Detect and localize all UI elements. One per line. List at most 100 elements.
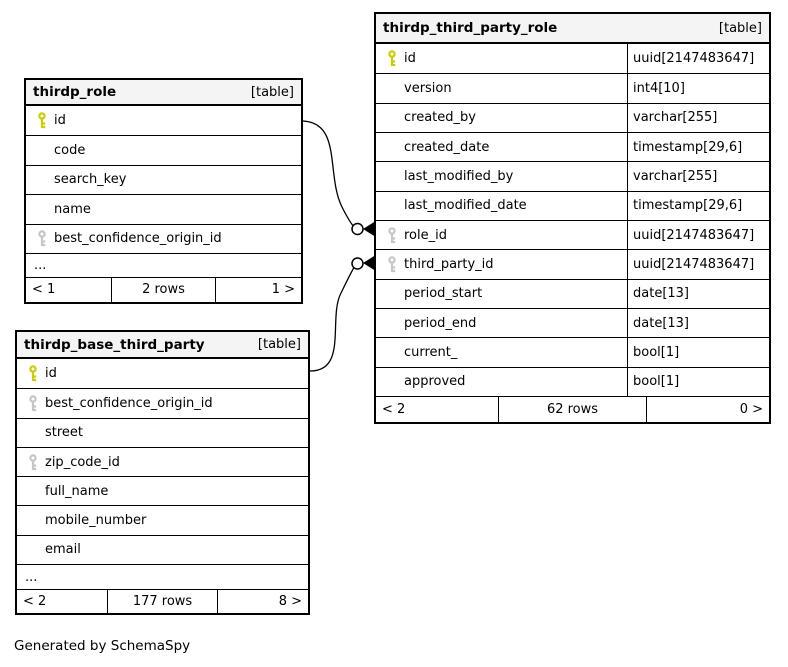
zero-or-one-circle — [351, 222, 364, 236]
schemaspy-credit: Generated by SchemaSpy — [14, 638, 191, 654]
column-name: email — [45, 542, 81, 558]
footer-children-count: 1 > — [271, 282, 295, 298]
column-name: created_by — [404, 110, 476, 126]
table-footer: < 2 62 rows 0 > — [376, 395, 769, 422]
column-row: mobile_number — [17, 505, 308, 534]
column-row: zip_code_id — [17, 446, 308, 476]
column-row: street — [17, 417, 308, 447]
primary-key-icon — [17, 365, 45, 382]
column-name: zip_code_id — [45, 454, 120, 470]
column-row: search_key — [26, 164, 301, 194]
table-thirdp_third_party_role[interactable]: thirdp_third_party_role [table] id uuid[214… — [374, 12, 771, 424]
key-glyph — [29, 453, 37, 470]
footer-children-count: 0 > — [739, 401, 763, 417]
table-header: thirdp_third_party_role [table] — [376, 14, 769, 44]
relationship-thirdp_base_third_party-thirdp_third_party_role — [309, 255, 375, 372]
column-row: last_modified_by varchar[255] — [376, 161, 769, 191]
column-row: full_name — [17, 476, 308, 505]
table-type-label: [table] — [250, 84, 294, 100]
column-name: version — [404, 80, 452, 96]
table-header: thirdp_base_third_party [table] — [17, 332, 308, 359]
footer-parents-count: < 2 — [382, 401, 406, 417]
primary-key-icon — [376, 50, 404, 67]
footer-row-count: 62 rows — [497, 396, 648, 422]
column-type: date[13] — [627, 308, 769, 338]
column-name: period_start — [404, 286, 483, 302]
foreign-key-icon — [17, 453, 45, 471]
column-type: uuid[2147483647] — [627, 44, 769, 74]
footer-row-count: 177 rows — [107, 590, 218, 614]
foreign-key-icon — [376, 256, 404, 273]
column-row: period_end date[13] — [376, 307, 769, 338]
column-type: timestamp[29,6] — [627, 191, 769, 220]
column-type: bool[1] — [627, 367, 769, 396]
column-name: third_party_id — [404, 256, 494, 272]
column-row: created_by varchar[255] — [376, 102, 769, 132]
key-glyph — [388, 226, 396, 243]
foreign-key-icon — [26, 230, 54, 247]
column-name: role_id — [404, 227, 447, 243]
column-type: int4[10] — [627, 74, 769, 103]
footer-parents-count: < 1 — [32, 282, 56, 298]
column-row: role_id uuid[2147483647] — [376, 219, 769, 250]
table-type-label: [table] — [257, 337, 301, 352]
column-name: last_modified_by — [404, 168, 514, 184]
column-row: current_bool[1] — [376, 337, 769, 367]
column-type: uuid[2147483647] — [627, 220, 769, 250]
column-name: created_date — [404, 139, 490, 155]
column-type: varchar[255] — [627, 103, 769, 132]
column-row: name — [26, 194, 301, 223]
table-type-label: [table] — [718, 20, 762, 36]
key-glyph — [29, 365, 37, 382]
column-name: full_name — [45, 483, 109, 499]
column-row: email — [17, 534, 308, 564]
column-type: timestamp[29,6] — [627, 132, 769, 162]
key-glyph — [38, 112, 46, 129]
more-columns-indicator: ... — [26, 252, 301, 277]
table-thirdp_base_third_party[interactable]: thirdp_base_third_party [table] id best_con… — [15, 330, 310, 616]
column-name: code — [54, 143, 86, 159]
column-type: bool[1] — [627, 338, 769, 367]
relationship-line — [302, 120, 356, 229]
key-glyph — [388, 50, 396, 67]
foreign-key-icon — [376, 226, 404, 244]
column-name: name — [54, 201, 91, 217]
key-glyph — [38, 230, 46, 247]
column-name: street — [45, 425, 84, 441]
key-glyph — [388, 256, 396, 273]
column-row: created_date timestamp[29,6] — [376, 131, 769, 162]
key-glyph — [29, 395, 37, 412]
column-row: version int4[10] — [376, 73, 769, 103]
column-name: period_end — [404, 315, 477, 331]
column-name: best_confidence_origin_id — [54, 231, 222, 247]
column-name: mobile_number — [45, 513, 147, 529]
footer-row-count: 2 rows — [111, 277, 216, 302]
column-name: id — [45, 366, 57, 382]
column-name: search_key — [54, 172, 127, 188]
footer-parents-count: < 2 — [23, 594, 47, 610]
table-name[interactable]: thirdp_base_third_party — [24, 336, 205, 353]
column-name: last_modified_date — [404, 198, 527, 214]
column-row: approved bool[1] — [376, 366, 769, 396]
zero-or-one-circle — [351, 257, 364, 270]
column-name: approved — [404, 374, 466, 390]
table-name[interactable]: thirdp_third_party_role — [383, 20, 558, 36]
column-row: id — [17, 359, 308, 388]
column-row: id uuid[2147483647] — [376, 44, 769, 74]
column-name: best_confidence_origin_id — [45, 395, 213, 411]
column-row: id — [26, 106, 301, 135]
column-type: varchar[255] — [627, 162, 769, 191]
table-footer: < 1 2 rows 1 > — [26, 276, 301, 302]
table-footer: < 2 177 rows 8 > — [17, 589, 308, 614]
relationship-thirdp_role-thirdp_third_party_role — [302, 120, 375, 237]
table-name[interactable]: thirdp_role — [33, 84, 117, 100]
primary-key-icon — [26, 112, 54, 129]
column-name: id — [404, 51, 416, 67]
column-row: code — [26, 135, 301, 164]
footer-children-count: 8 > — [278, 594, 302, 610]
relationship-line — [309, 265, 356, 372]
